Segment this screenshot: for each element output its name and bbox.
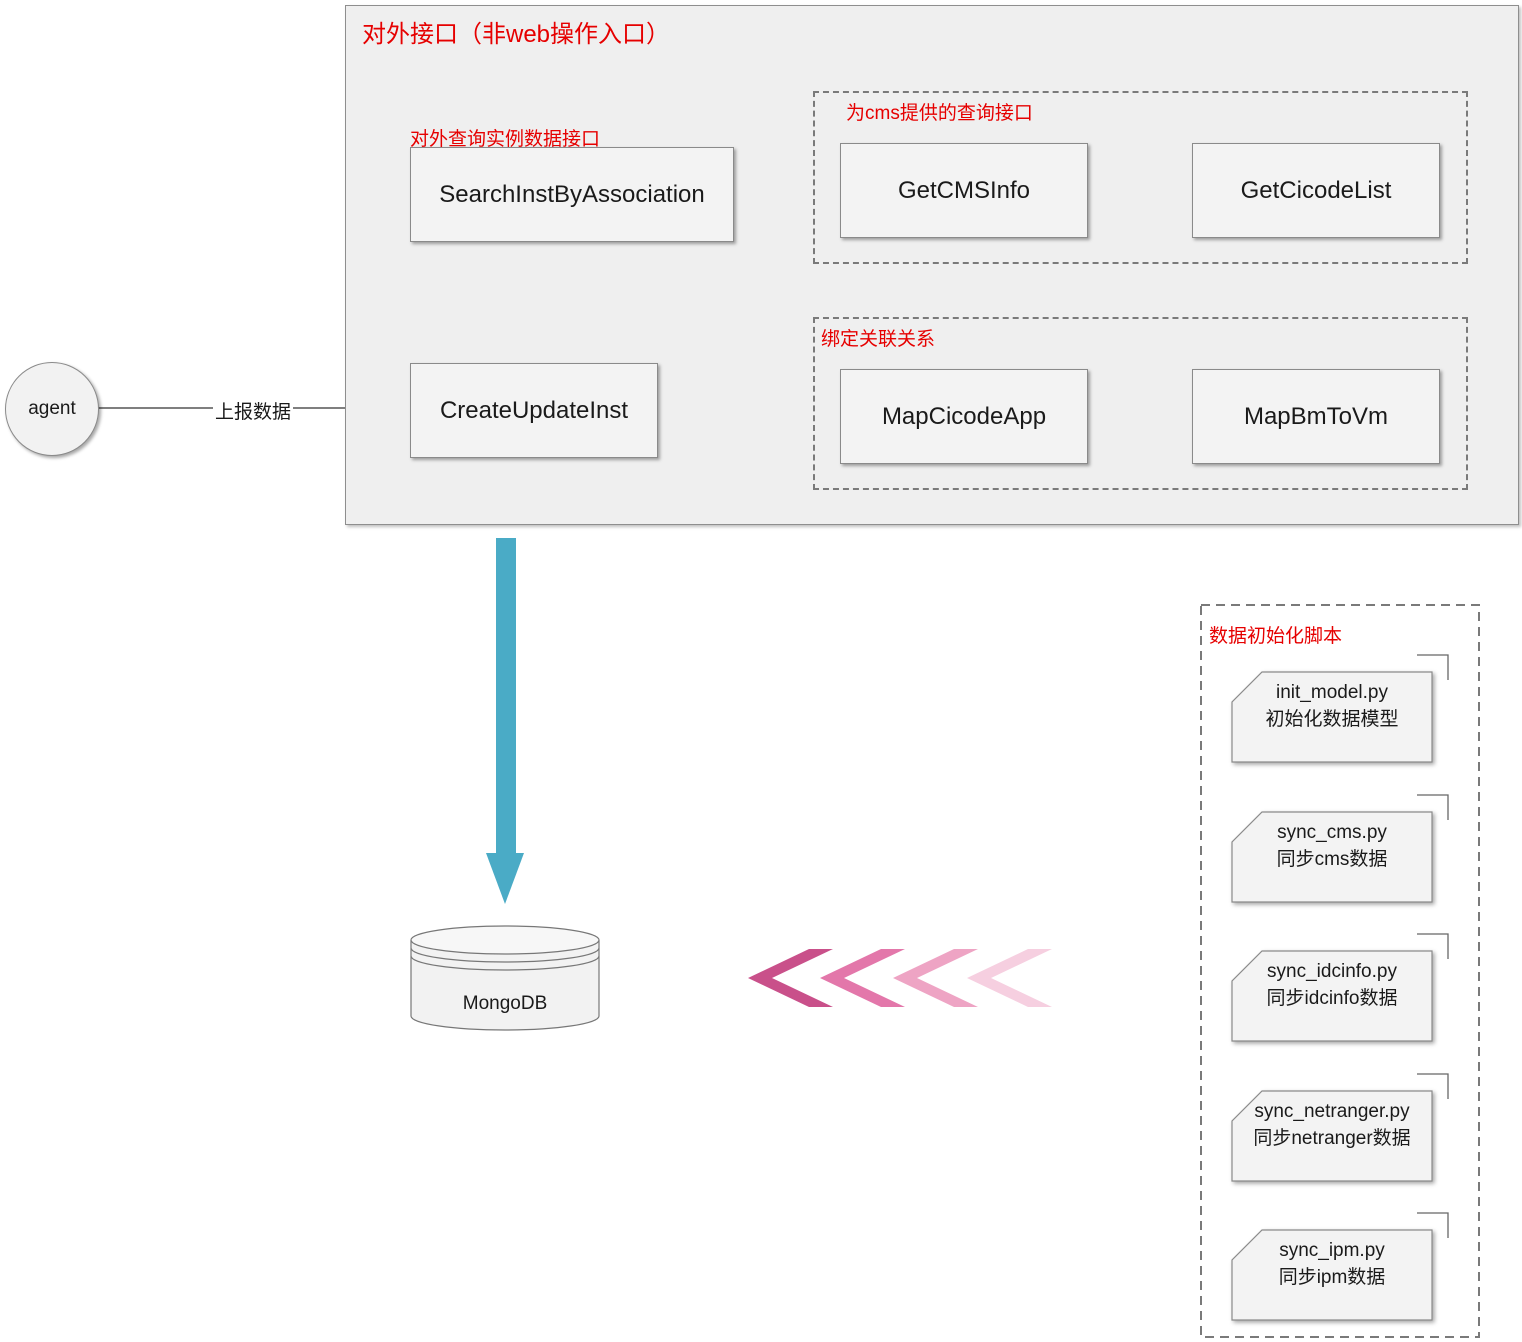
- database-icon: [410, 925, 600, 1031]
- script-item[interactable]: init_model.py 初始化数据模型: [1232, 679, 1432, 733]
- search-group-label: 对外查询实例数据接口: [410, 129, 601, 150]
- script-description: 初始化数据模型: [1265, 709, 1399, 730]
- agent-node[interactable]: agent: [5, 362, 99, 456]
- script-document-icon: [1231, 794, 1449, 903]
- script-item[interactable]: sync_ipm.py 同步ipm数据: [1232, 1237, 1432, 1291]
- script-filename: sync_idcinfo.py: [1267, 961, 1397, 982]
- script-description: 同步cms数据: [1276, 849, 1388, 870]
- bind-relation-group: [813, 317, 1468, 490]
- map-cicode-app-box[interactable]: MapCicodeApp: [840, 369, 1088, 464]
- get-cicode-list-box[interactable]: GetCicodeList: [1192, 143, 1440, 238]
- script-filename: sync_cms.py: [1277, 822, 1387, 843]
- script-document-icon: [1231, 654, 1449, 763]
- cms-query-group: [813, 91, 1468, 264]
- script-description: 同步netranger数据: [1253, 1128, 1411, 1149]
- script-group-border: [1200, 604, 1480, 1338]
- create-update-inst-box[interactable]: CreateUpdateInst: [410, 363, 658, 458]
- script-item[interactable]: sync_idcinfo.py 同步idcinfo数据: [1232, 958, 1432, 1012]
- script-document-icon: [1231, 1212, 1449, 1321]
- script-item[interactable]: sync_cms.py 同步cms数据: [1232, 819, 1432, 873]
- panel-title: 对外接口（非web操作入口）: [362, 21, 671, 48]
- script-description: 同步ipm数据: [1278, 1267, 1386, 1288]
- mongodb-label: MongoDB: [462, 993, 548, 1014]
- script-item[interactable]: sync_netranger.py 同步netranger数据: [1232, 1098, 1432, 1152]
- script-document-icon: [1231, 933, 1449, 1042]
- script-document-icon: [1231, 1073, 1449, 1182]
- script-group-label: 数据初始化脚本: [1209, 626, 1343, 647]
- down-arrow: [486, 538, 524, 904]
- chevron-arrows: [748, 949, 1052, 1007]
- get-cms-info-box[interactable]: GetCMSInfo: [840, 143, 1088, 238]
- cms-group-label: 为cms提供的查询接口: [846, 103, 1033, 124]
- script-filename: sync_ipm.py: [1279, 1240, 1385, 1261]
- search-inst-box[interactable]: SearchInstByAssociation: [410, 147, 734, 242]
- script-filename: init_model.py: [1276, 682, 1388, 703]
- map-bm-to-vm-box[interactable]: MapBmToVm: [1192, 369, 1440, 464]
- script-filename: sync_netranger.py: [1254, 1101, 1410, 1122]
- script-description: 同步idcinfo数据: [1266, 988, 1398, 1009]
- bind-group-label: 绑定关联关系: [821, 329, 936, 350]
- connector-label: 上报数据: [213, 397, 294, 424]
